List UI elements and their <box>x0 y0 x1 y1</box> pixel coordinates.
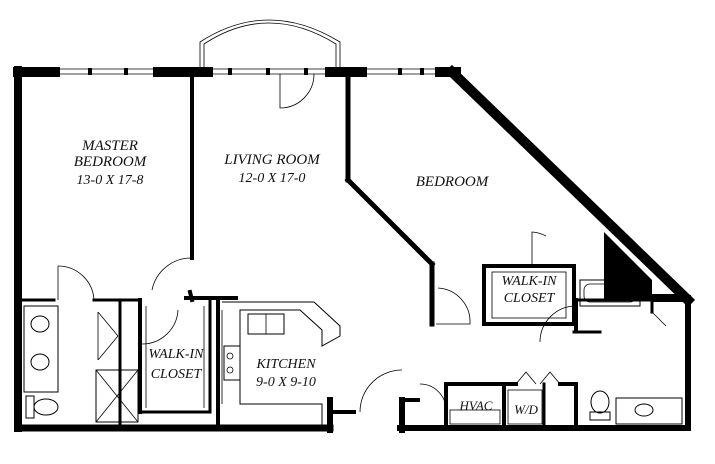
kitchen-size: 9-0 X 9-10 <box>256 375 316 390</box>
burner-icon <box>226 352 234 360</box>
master-bedroom-label-2: BEDROOM <box>74 154 148 170</box>
sink-icon <box>30 315 50 333</box>
walkin-closet-right-label-2: CLOSET <box>504 291 556 306</box>
kitchen-counters <box>221 301 341 428</box>
living-room-size: 12-0 X 17-0 <box>239 171 306 186</box>
toilet-icon <box>589 390 611 421</box>
master-bedroom-label: MASTER <box>81 138 138 154</box>
bedroom-label: BEDROOM <box>416 174 490 190</box>
linen-closet <box>97 311 119 361</box>
master-bedroom-size: 13-0 X 17-8 <box>77 173 144 188</box>
walkin-closet-left-label: WALK-IN <box>148 347 204 362</box>
toilet-icon <box>25 395 59 419</box>
doors <box>57 73 667 413</box>
shower-icon <box>95 369 139 423</box>
refrigerator-icon <box>223 345 241 381</box>
sink-icon <box>615 397 683 425</box>
hvac-label: HVAC <box>459 398 493 413</box>
living-room-label: LIVING ROOM <box>223 152 321 168</box>
bay-window <box>199 19 341 70</box>
room-labels: MASTER BEDROOM 13-0 X 17-8 LIVING ROOM 1… <box>74 138 557 417</box>
washer-dryer-label: W/D <box>514 402 538 417</box>
sink-icon <box>30 353 50 371</box>
walkin-closet-right-label: WALK-IN <box>501 274 557 289</box>
interior-walls <box>16 71 654 430</box>
bathtub-icon <box>579 279 641 307</box>
walkin-closet-left-label-2: CLOSET <box>151 367 203 382</box>
burner-icon <box>226 366 234 374</box>
fixtures <box>23 279 683 428</box>
kitchen-label: KITCHEN <box>255 357 316 372</box>
